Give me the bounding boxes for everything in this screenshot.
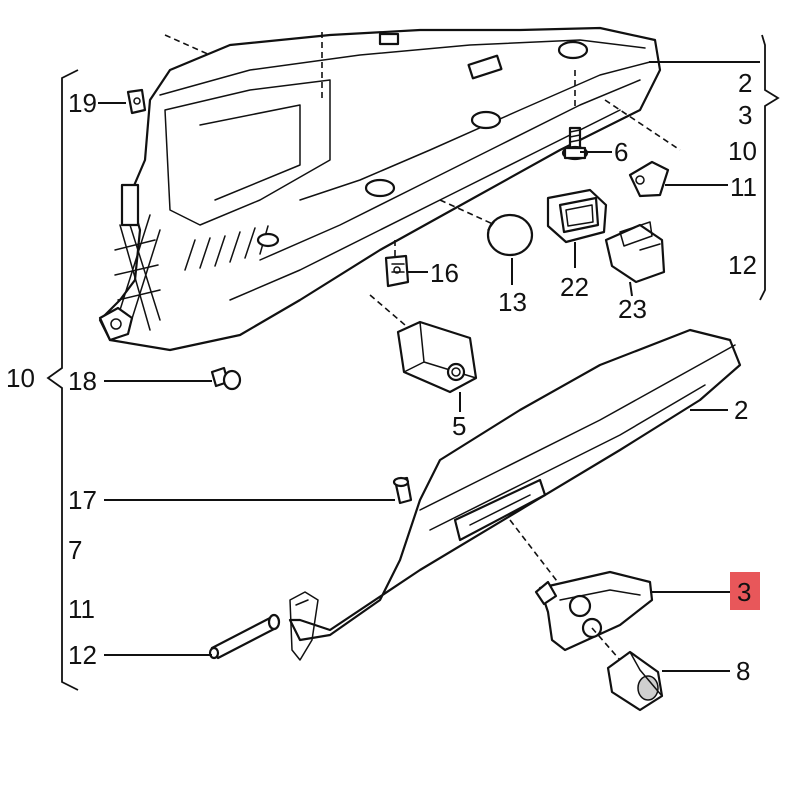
latch-3 [534,570,654,661]
bracket-11 [628,160,670,198]
right-bracket [759,34,780,301]
callout-13: 13 [498,287,527,317]
callout-17: 17 [68,485,97,515]
callout-6: 6 [614,137,628,167]
switch-22 [546,188,608,244]
callout-2-top: 2 [738,68,752,98]
stud-18 [210,366,242,391]
callout-11-right: 11 [730,172,757,202]
callout-2-mid: 2 [734,395,748,425]
callout-10-left: 10 [6,363,35,393]
callout-23: 23 [618,294,647,324]
pin-12 [208,613,281,660]
callout-19: 19 [68,88,97,118]
callout-8: 8 [736,656,750,686]
clip-16 [384,254,410,288]
lock-cylinder-8 [606,650,664,712]
callout-11-left: 11 [68,594,95,624]
switch-5 [396,320,478,394]
callout-3-highlight: 3 [737,577,751,607]
callout-18: 18 [68,366,97,396]
callout-12-left: 12 [68,640,97,670]
glovebox-housing [98,26,681,352]
callout-22: 22 [560,272,589,302]
highlight-box-3 [730,572,760,610]
callout-5: 5 [452,411,466,441]
glovebox-lid [288,328,742,661]
callout-12-right: 12 [728,250,757,280]
pin-17 [392,476,413,505]
left-bracket [46,69,79,691]
switch-23 [604,221,666,284]
callout-10-right: 10 [728,136,757,166]
cap-13 [486,213,534,257]
callout-16: 16 [430,258,459,288]
clip-19 [126,88,147,115]
leader-lines [98,61,760,672]
callout-7: 7 [68,535,82,565]
callout-3-top: 3 [738,100,752,130]
